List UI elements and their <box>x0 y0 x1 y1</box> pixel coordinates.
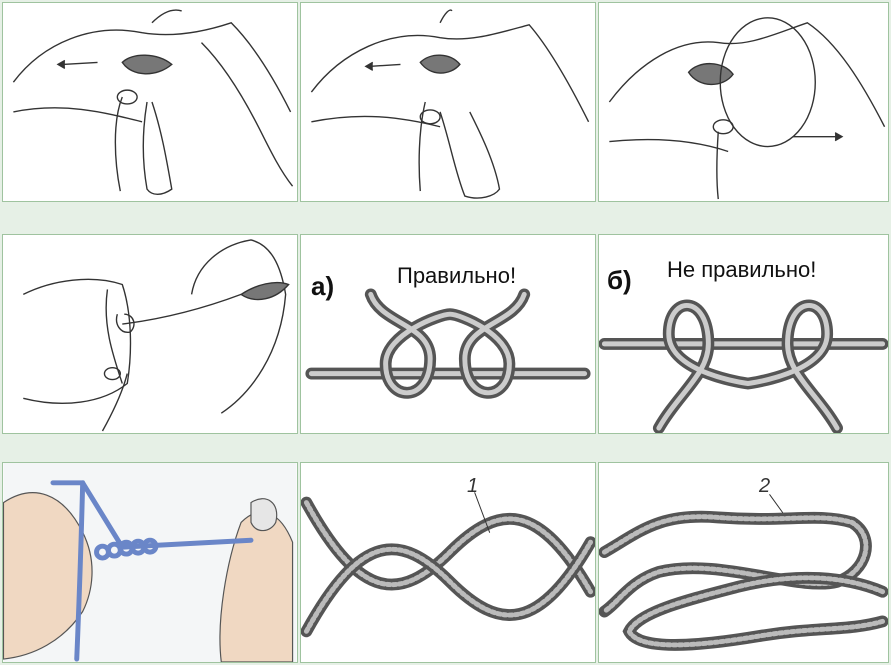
hands-shuttle-illustration-3 <box>608 17 886 200</box>
panel-step-2 <box>300 2 596 202</box>
hands-shuttle-illustration-2 <box>310 9 590 199</box>
label-b: б) <box>607 265 632 295</box>
caption-correct: Правильно! <box>397 263 517 288</box>
panel-figure-2: 2 <box>598 462 889 663</box>
incorrect-knot-diagram <box>599 299 888 433</box>
figure-label-1: 1 <box>467 475 479 497</box>
square-knot-diagram <box>599 494 888 651</box>
panel-knot-incorrect: б) Не правильно! <box>598 234 889 434</box>
panel-figure-1: 1 <box>300 462 596 663</box>
panel-step-4 <box>2 234 298 434</box>
hands-blue-thread-illustration <box>3 463 297 662</box>
panel-step-5 <box>2 462 298 663</box>
panel-step-3 <box>598 2 889 202</box>
correct-knot-diagram <box>305 288 591 399</box>
panel-knot-correct: а) Правильно! <box>300 234 596 434</box>
caption-incorrect: Не правильно! <box>667 257 817 282</box>
hands-shuttle-illustration-1 <box>12 9 294 196</box>
panel-step-1 <box>2 2 298 202</box>
twisted-cords-diagram <box>301 492 595 638</box>
figure-label-2: 2 <box>759 475 771 497</box>
hands-loop-illustration <box>22 239 290 432</box>
label-a: а) <box>311 271 335 301</box>
